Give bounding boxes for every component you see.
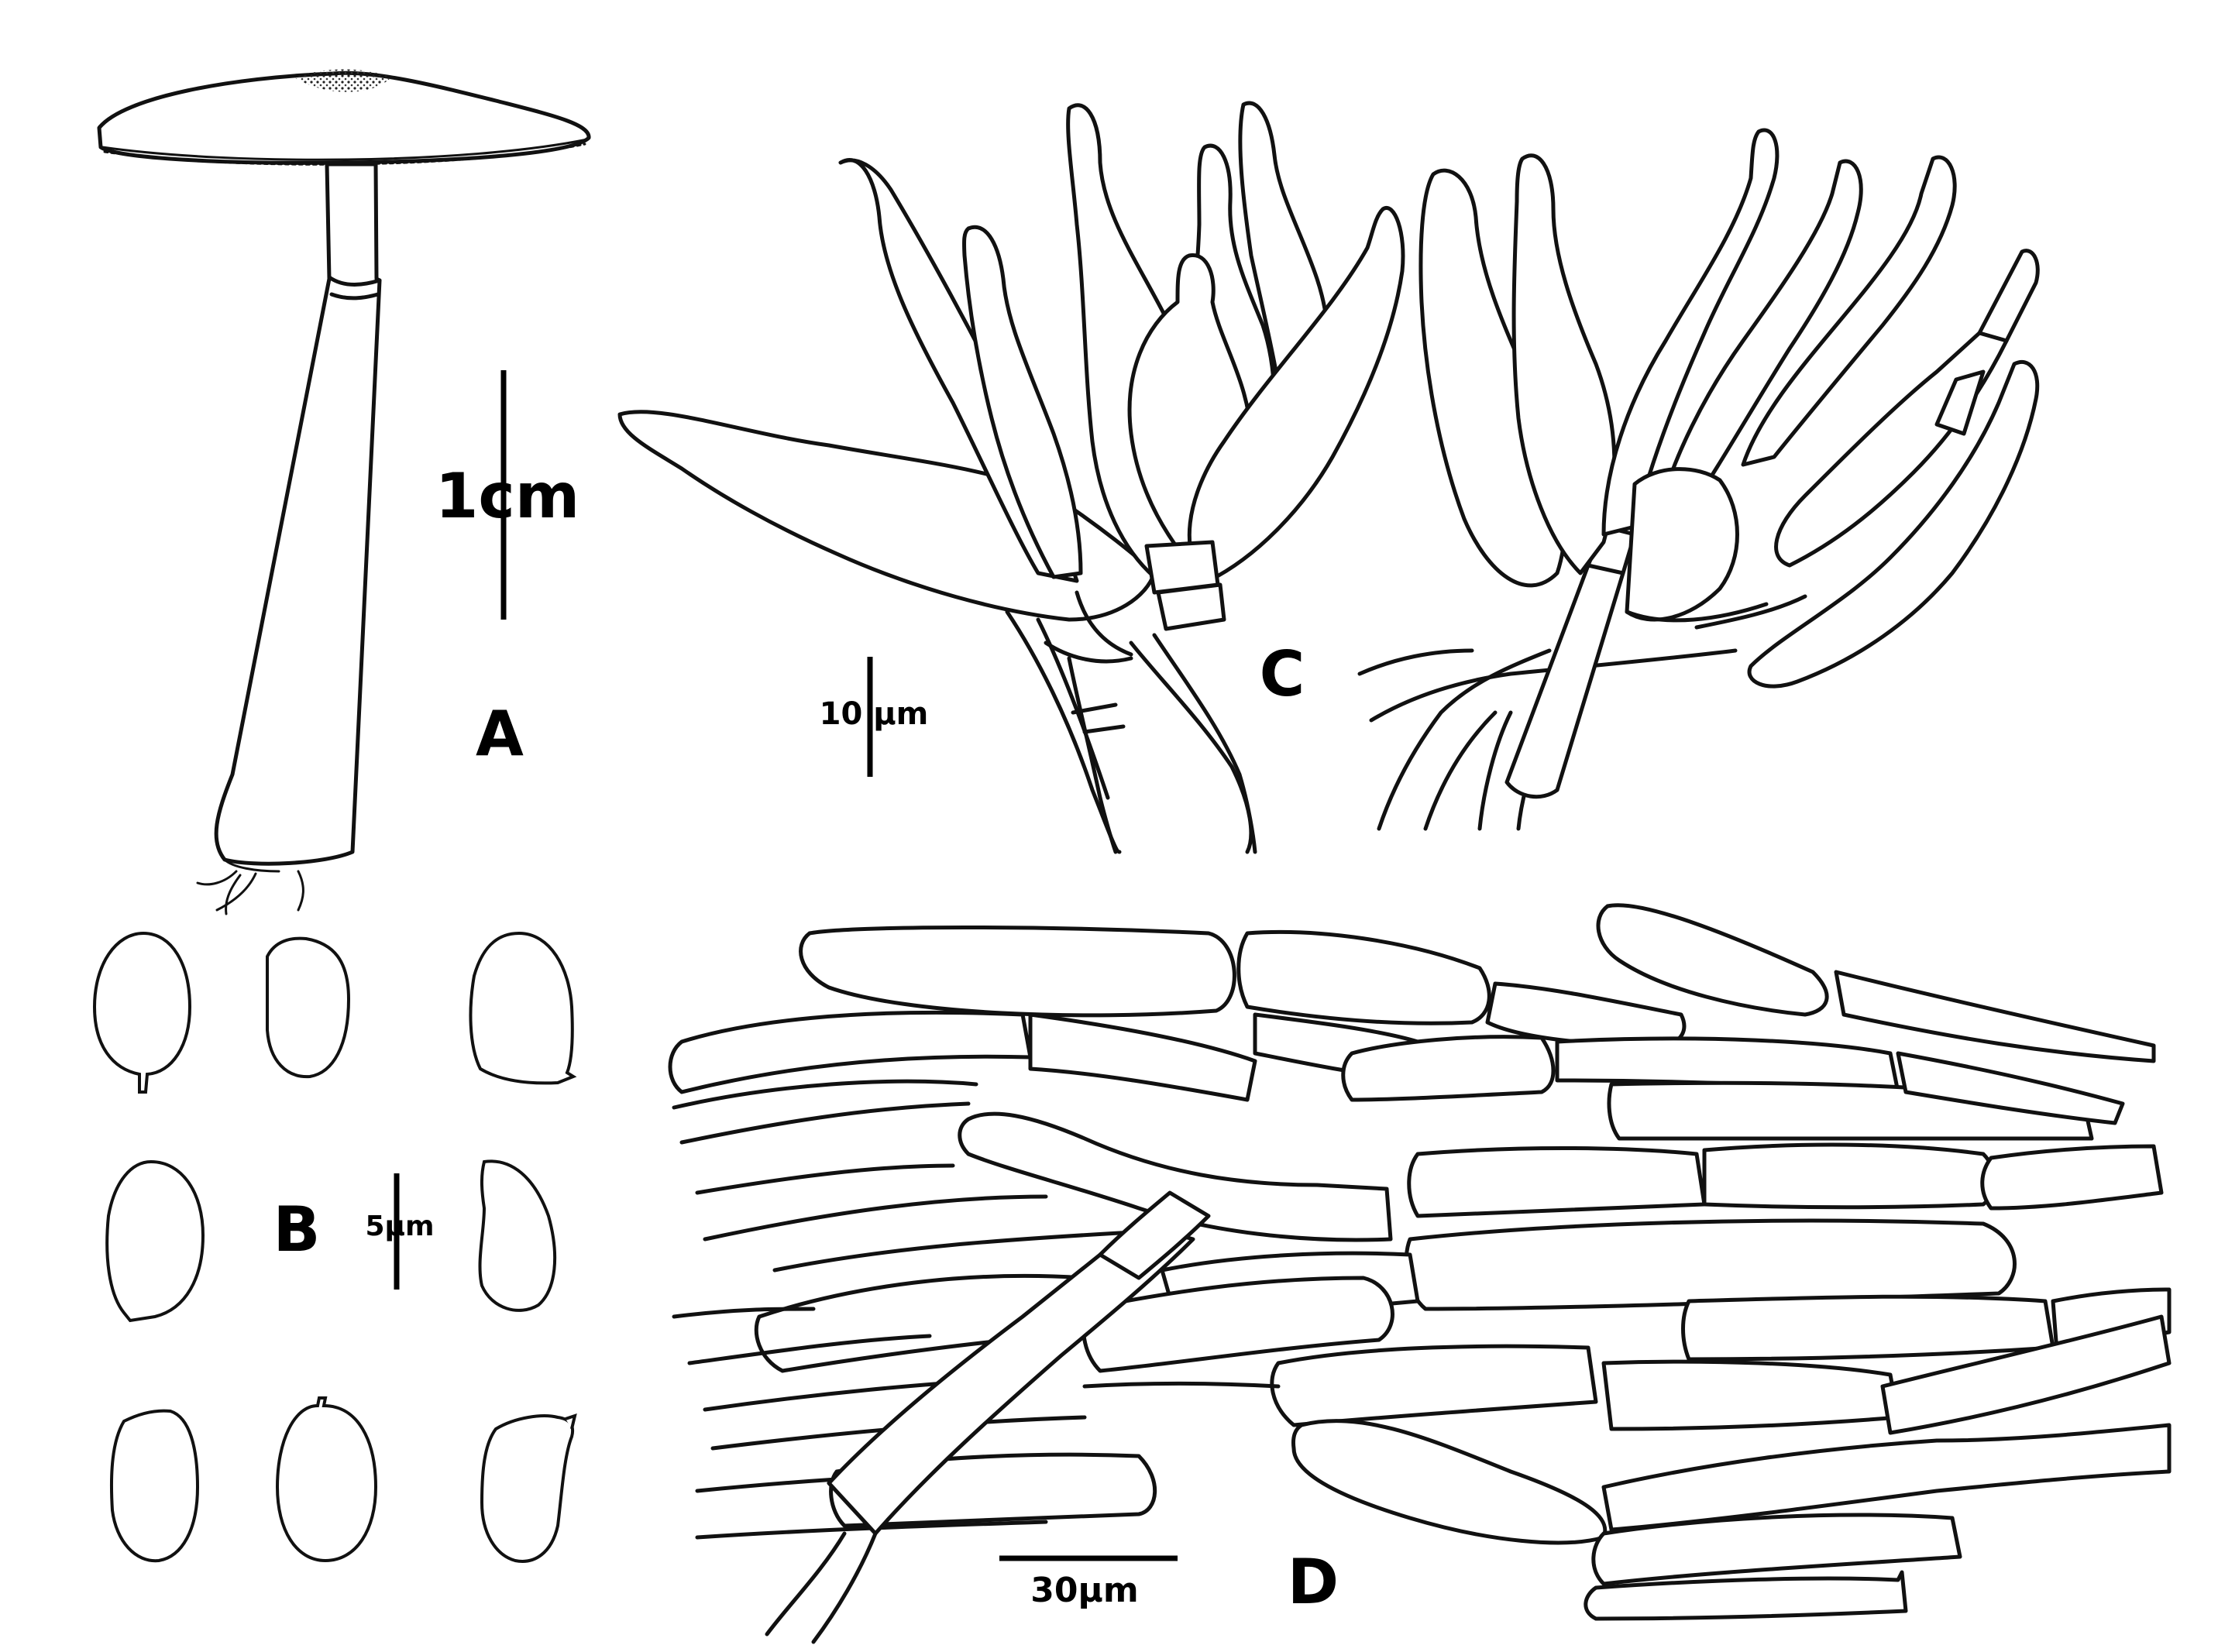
spore-6	[109, 1409, 200, 1563]
scale-label-b: 5µm	[365, 1211, 434, 1242]
spore-1	[92, 931, 192, 1094]
panel-label-b: B	[273, 1193, 321, 1266]
panel-label-c: C	[1260, 638, 1305, 710]
panel-d-hyphae	[668, 903, 2172, 1644]
spore-8	[480, 1414, 574, 1563]
panel-a-mushroom	[97, 69, 591, 915]
spore-5	[478, 1159, 557, 1312]
panel-b-spores	[92, 931, 577, 1563]
spore-7	[275, 1396, 378, 1563]
panel-label-d: D	[1288, 1546, 1339, 1618]
panel-c-cystidia	[617, 101, 2040, 854]
spore-4	[105, 1159, 205, 1323]
scale-label-d: 30µm	[1030, 1571, 1138, 1610]
spore-2	[266, 936, 351, 1079]
spore-3	[469, 931, 577, 1085]
scale-label-a: 1cm	[435, 460, 579, 532]
scale-label-c: 10 µm	[820, 696, 929, 732]
panel-label-a: A	[476, 698, 524, 770]
